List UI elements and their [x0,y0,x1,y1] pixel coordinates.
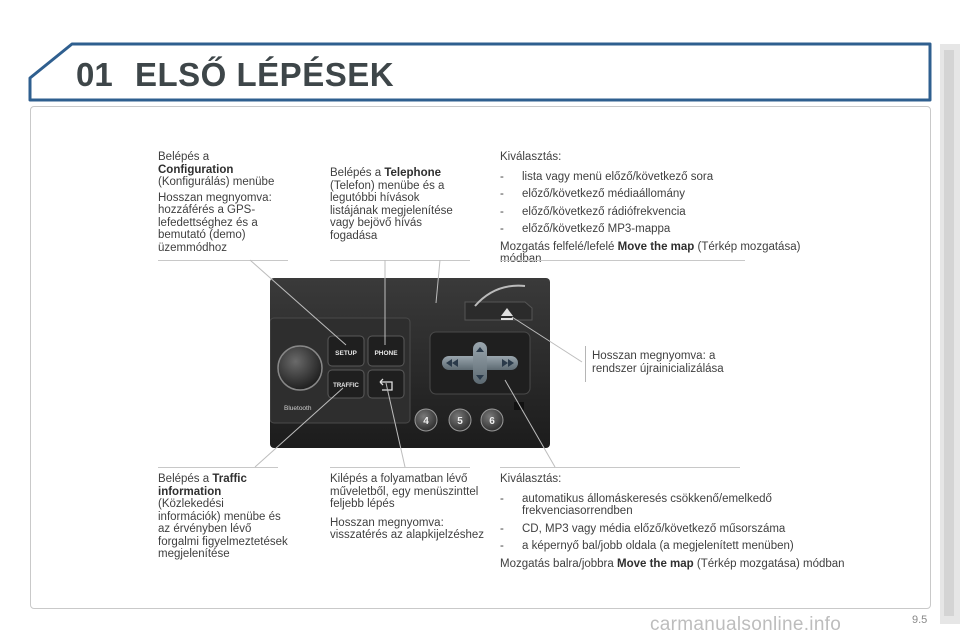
telephone-rest: (Telefon) menübe és a legutóbbi hívások … [330,179,453,242]
select-top-item: lista vagy menü előző/következő sora [500,171,845,184]
volume-knob[interactable] [277,345,323,391]
preset-5-button[interactable] [448,408,472,432]
config-intro: Belépés a [158,151,210,163]
preset-6-button[interactable] [480,408,504,432]
back-rule [330,467,470,468]
chapter-title: ELSŐ LÉPÉSEK [135,56,395,93]
traffic-name: Traffic information [158,473,247,498]
select-top-item: előző/következő rádiófrekvencia [500,206,845,219]
select-top-move-prefix: Mozgatás felfelé/lefelé [500,240,615,253]
down-arrow-icon[interactable] [476,375,484,380]
reset-text: Hosszan megnyomva: a rendszer újrainicia… [592,350,724,375]
traffic-label: TRAFFIC [333,383,359,389]
reset-vrule [585,346,586,382]
telephone-name: Telephone [384,167,442,179]
reset-block: Hosszan megnyomva: a rendszer újrainicia… [592,350,752,378]
directional-pad[interactable] [442,342,518,384]
setup-label: SETUP [335,350,357,357]
select-bottom-move-suffix: (Térkép mozgatása) módban [696,557,845,570]
bluetooth-label: Bluetooth [284,405,312,412]
telephone-rule [330,260,470,261]
select-bottom-block: Kiválasztás: automatikus állomáskeresés … [500,473,845,573]
preset-6-label: 6 [489,416,495,427]
radio-control-panel: SETUP PHONE TRAFFIC Bluetooth 4 5 6 [270,278,550,448]
select-top-heading: Kiválasztás: [500,151,562,163]
seek-left-icon[interactable] [446,359,458,367]
back-text: Kilépés a folyamatban lévő műveletből, e… [330,473,479,510]
eject-icon[interactable] [501,308,513,320]
page-edge-tab-inner [944,50,954,616]
telephone-block: Belépés a Telephone (Telefon) menübe és … [330,167,465,245]
page-number: 9.5 [912,614,928,626]
select-bottom-rule [500,467,740,468]
select-top-move-suffix: (Térkép mozgatása) módban [500,240,801,266]
chapter-header-graphic [28,42,932,102]
seek-right-icon[interactable] [502,359,514,367]
preset-4-label: 4 [423,416,429,427]
traffic-intro: Belépés a [158,473,210,485]
traffic-block: Belépés a Traffic information (Közlekedé… [158,473,288,564]
select-bottom-move-name: Move the map [617,557,694,570]
select-bottom-move-prefix: Mozgatás balra/jobbra [500,557,614,570]
up-arrow-icon[interactable] [476,347,484,352]
select-top-rule [500,260,745,261]
select-bottom-heading: Kiválasztás: [500,473,562,485]
select-bottom-item: automatikus állomáskeresés csökkenő/emel… [500,493,845,518]
traffic-rest: (Közlekedési információk) menübe és az é… [158,498,288,560]
watermark: carmanualsonline.info [650,614,842,635]
select-bottom-item: a képernyő bal/jobb oldala (a megjelenít… [500,540,845,553]
config-long-press: Hosszan megnyomva: hozzáférés a GPS-lefe… [158,191,272,254]
select-top-move-name: Move the map [617,240,695,253]
traffic-rule [158,467,278,468]
back-long-press: Hosszan megnyomva: visszatérés az alapki… [330,516,485,542]
select-bottom-item: CD, MP3 vagy média előző/következő műsor… [500,523,845,536]
back-block: Kilépés a folyamatban lévő műveletből, e… [330,473,485,545]
preset-4-button[interactable] [414,408,438,432]
preset-5-label: 5 [457,416,463,427]
phone-label: PHONE [374,350,398,357]
select-top-block: Kiválasztás: lista vagy menü előző/követ… [500,151,845,269]
config-name: Configuration [158,163,234,176]
select-bottom-list: automatikus állomáskeresés csökkenő/emel… [500,493,845,553]
config-rule [158,260,288,261]
config-block: Belépés a Configuration (Konfigurálás) m… [158,151,298,257]
back-button[interactable] [367,369,405,399]
select-top-list: lista vagy menü előző/következő sora elő… [500,171,845,236]
phone-button[interactable] [367,335,405,367]
chapter-number: 01 [76,56,113,93]
telephone-intro: Belépés a [330,167,382,179]
config-rest: (Konfigurálás) menübe [158,176,275,188]
select-top-item: előző/következő médiaállomány [500,188,845,201]
select-top-item: előző/következő MP3-mappa [500,223,845,236]
